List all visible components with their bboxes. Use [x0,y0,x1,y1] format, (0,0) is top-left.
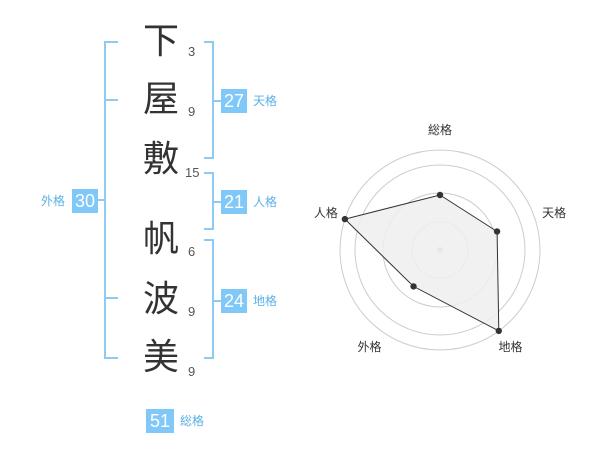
soukaku-label: 総格 [180,414,205,428]
radar-data-polygon [343,194,500,332]
chikaku-bracket-top [204,239,214,241]
radar-axis-label-tenkaku: 天格 [542,205,566,220]
chikaku-bracket-vertical [212,239,214,359]
tenkaku-bracket-connector [212,100,221,102]
name-char-5: 波 [142,279,179,320]
jinkaku-bracket-top [204,172,214,174]
stroke-count-6: 9 [188,364,196,379]
gaikaku-bracket-mid-2 [104,297,118,299]
radar-axis-label-gaikaku: 外格 [357,339,381,354]
jinkaku-bracket-bottom [204,228,214,230]
tenkaku-bracket-bottom [204,157,214,159]
chikaku-label: 地格 [253,294,278,308]
gaikaku-bracket-mid-1 [104,99,118,101]
stroke-count-5: 9 [188,304,196,319]
radar-point-tenkaku [493,228,501,235]
radar-point-chikaku [495,327,502,335]
gaikaku-bracket-top [104,41,118,43]
chikaku-badge: 24 [221,289,247,313]
tenkaku-badge: 27 [221,89,247,113]
chikaku-bracket-bottom [204,357,214,359]
radar-point-jinkaku [341,215,349,223]
stroke-count-3: 15 [185,165,200,180]
soukaku-badge: 51 [146,409,174,433]
radar-axis-label-jinkaku: 人格 [314,205,338,220]
jinkaku-badge: 21 [221,190,247,214]
stroke-count-2: 9 [188,104,196,119]
name-char-1: 下 [142,21,179,62]
radar-point-gaikaku [410,283,417,290]
tenkaku-label: 天格 [253,94,278,108]
radar-grid-ring-4 [339,149,541,351]
radar-point-soukaku [436,191,444,199]
stroke-count-4: 6 [188,244,196,259]
jinkaku-bracket-connector [212,201,221,203]
tenkaku-bracket-top [204,41,214,43]
gaikaku-bracket-connector [98,199,104,201]
radar-grid-ring-3 [354,164,526,336]
radar-axis-label-chikaku: 地格 [499,339,523,354]
gaikaku-bracket-bottom [104,357,118,359]
chikaku-bracket-connector [212,300,221,302]
radar-axis-label-soukaku: 総格 [428,122,452,137]
name-char-4: 帆 [142,219,179,260]
gaikaku-bracket-vertical [104,41,106,359]
gaikaku-badge: 30 [72,189,98,213]
jinkaku-label: 人格 [253,195,278,209]
name-char-6: 美 [142,337,179,378]
name-char-2: 屋 [142,79,179,120]
stroke-count-1: 3 [188,44,196,59]
name-char-3: 敷 [142,139,179,180]
gaikaku-label: 外格 [41,194,66,208]
